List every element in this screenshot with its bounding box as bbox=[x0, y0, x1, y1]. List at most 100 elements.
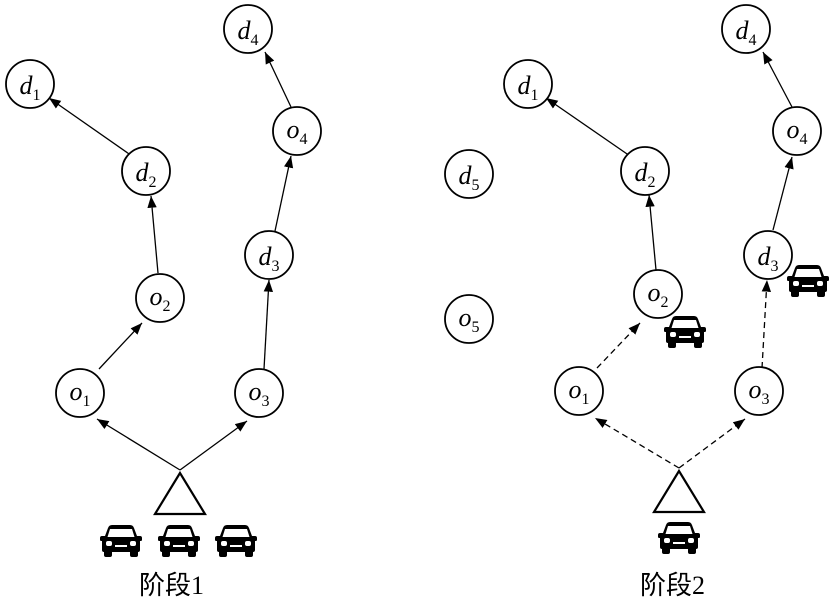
node: o3 bbox=[234, 368, 284, 418]
car-icon bbox=[100, 525, 142, 557]
svg-text:d4: d4 bbox=[238, 16, 259, 49]
node: d2 bbox=[620, 146, 670, 196]
node-letter: o bbox=[569, 375, 582, 404]
node-subscript: 1 bbox=[33, 87, 41, 104]
route-edges bbox=[545, 51, 794, 469]
node-letter: o bbox=[150, 282, 163, 311]
svg-text:d1: d1 bbox=[518, 71, 539, 104]
car-icon bbox=[215, 525, 257, 557]
svg-text:d3: d3 bbox=[758, 242, 779, 275]
node-letter: o bbox=[648, 278, 661, 307]
node: d3 bbox=[244, 230, 294, 280]
triangle-depot-icon bbox=[153, 470, 207, 516]
edge-depot-o3 bbox=[179, 420, 248, 471]
panel-stage-1: d1 d2 o2 o1 d4 o4 d3 o3 bbox=[5, 4, 322, 557]
svg-text:o3: o3 bbox=[749, 375, 770, 408]
node-subscript: 2 bbox=[648, 174, 656, 191]
node-subscript: 3 bbox=[762, 391, 770, 408]
node-subscript: 4 bbox=[800, 131, 808, 148]
panel-stage-2: d1 d2 o2 o1 d4 o4 d3 o3 bbox=[444, 4, 829, 554]
svg-text:d2: d2 bbox=[136, 158, 157, 191]
edge-o1-o2 bbox=[98, 322, 143, 370]
node: o4 bbox=[272, 106, 322, 156]
node-subscript: 2 bbox=[163, 298, 171, 315]
node: d1 bbox=[5, 59, 55, 109]
node-letter: d bbox=[736, 16, 750, 45]
node: o3 bbox=[734, 366, 784, 416]
route-edges bbox=[48, 51, 294, 471]
node-subscript: 2 bbox=[661, 294, 669, 311]
edge-o4-d4 bbox=[762, 51, 793, 108]
car-icon bbox=[158, 525, 200, 557]
node: o2 bbox=[633, 269, 683, 319]
svg-text:o5: o5 bbox=[459, 303, 480, 336]
node-subscript: 1 bbox=[83, 393, 91, 410]
car-icon bbox=[787, 265, 829, 297]
node-subscript: 5 bbox=[472, 319, 480, 336]
edge-d3-o4 bbox=[772, 156, 794, 231]
node: o2 bbox=[135, 273, 185, 323]
node-subscript: 2 bbox=[149, 174, 157, 191]
edge-o1-depot bbox=[96, 418, 181, 471]
node: d1 bbox=[503, 59, 553, 109]
svg-text:o2: o2 bbox=[648, 278, 669, 311]
svg-text:d1: d1 bbox=[20, 71, 41, 104]
svg-text:d2: d2 bbox=[635, 158, 656, 191]
node-subscript: 4 bbox=[300, 131, 308, 148]
node-letter: o bbox=[459, 303, 472, 332]
edge-d2-d1 bbox=[48, 97, 133, 157]
stage-2-label: 阶段2 bbox=[640, 571, 706, 600]
edge-o1-o2 bbox=[596, 322, 641, 369]
node-subscript: 3 bbox=[272, 258, 280, 275]
node-letter: d bbox=[758, 242, 772, 271]
triangle-depot-icon bbox=[652, 468, 706, 514]
node-subscript: 1 bbox=[531, 87, 539, 104]
edge-d3-o4 bbox=[274, 155, 294, 232]
node-letter: o bbox=[787, 115, 800, 144]
node: d4 bbox=[223, 4, 273, 54]
node: o5 bbox=[444, 294, 494, 344]
node-letter: d bbox=[20, 71, 34, 100]
svg-text:o1: o1 bbox=[70, 377, 91, 410]
edge-depot-o3 bbox=[678, 418, 746, 469]
edge-d2-d1 bbox=[545, 97, 631, 157]
node-subscript: 3 bbox=[262, 393, 270, 410]
node-letter: d bbox=[459, 161, 473, 190]
node: o1 bbox=[554, 366, 604, 416]
edge-o1-depot bbox=[594, 417, 680, 469]
node-letter: o bbox=[70, 377, 83, 406]
node: o1 bbox=[55, 368, 105, 418]
node-letter: o bbox=[287, 115, 300, 144]
svg-text:o4: o4 bbox=[787, 115, 808, 148]
edge-o3-d3 bbox=[263, 279, 274, 370]
node-letter: o bbox=[749, 375, 762, 404]
edge-o3-d3 bbox=[761, 279, 772, 369]
svg-text:d5: d5 bbox=[459, 161, 480, 194]
node: d3 bbox=[743, 230, 793, 280]
node: d4 bbox=[721, 4, 771, 54]
svg-text:o3: o3 bbox=[249, 377, 270, 410]
car-icon bbox=[658, 522, 700, 554]
node-subscript: 1 bbox=[582, 391, 590, 408]
node-subscript: 3 bbox=[771, 258, 779, 275]
svg-text:d3: d3 bbox=[259, 242, 280, 275]
edge-o4-d4 bbox=[264, 51, 292, 108]
node-subscript: 5 bbox=[472, 177, 480, 194]
node: d5 bbox=[444, 149, 494, 199]
svg-text:o4: o4 bbox=[287, 115, 308, 148]
node-subscript: 4 bbox=[749, 32, 757, 49]
svg-text:o2: o2 bbox=[150, 282, 171, 315]
edge-o2-d2 bbox=[645, 194, 657, 271]
node-letter: d bbox=[518, 71, 532, 100]
node-letter: d bbox=[136, 158, 150, 187]
node-letter: d bbox=[238, 16, 252, 45]
car-icon bbox=[664, 316, 706, 348]
node: d2 bbox=[121, 146, 171, 196]
node-letter: o bbox=[249, 377, 262, 406]
node: o4 bbox=[772, 106, 822, 156]
node-letter: d bbox=[635, 158, 649, 187]
stage-1-label: 阶段1 bbox=[139, 571, 205, 600]
node-letter: d bbox=[259, 242, 273, 271]
edge-o2-d2 bbox=[147, 195, 159, 274]
